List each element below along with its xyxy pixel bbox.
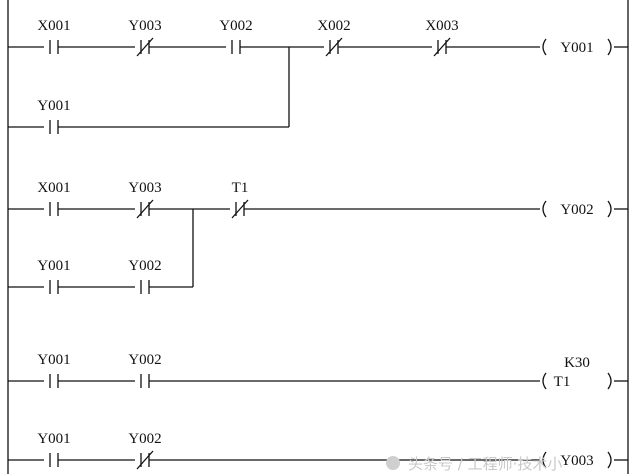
coil-label-y001: Y001: [560, 40, 593, 56]
label-y002-r1: Y002: [219, 18, 252, 34]
coil-y001: [542, 38, 612, 56]
watermark: 头条号 / 工程师·技术小: [386, 452, 637, 474]
label-y001-r4: Y001: [37, 431, 70, 447]
contact-no-y002-r3: [140, 374, 150, 388]
contact-no-y002-r2-branch: [140, 280, 150, 294]
contact-no-x001-r1: [49, 40, 59, 54]
coil-label-t1: T1: [554, 374, 571, 390]
label-x002-r1: X002: [317, 18, 350, 34]
coil-label-y002: Y002: [560, 202, 593, 218]
contact-no-x001-r2: [49, 202, 59, 216]
watermark-logo-icon: [386, 456, 400, 470]
watermark-text: 头条号 / 工程师·技术小: [408, 454, 563, 473]
label-y002-r2-branch: Y002: [128, 258, 161, 274]
coil-setting-k30: K30: [564, 355, 590, 371]
label-y002-r3: Y002: [128, 352, 161, 368]
label-y001-r3: Y001: [37, 352, 70, 368]
label-y002-r4: Y002: [128, 431, 161, 447]
label-t1-r2: T1: [232, 180, 249, 196]
contact-no-y001-r4: [49, 453, 59, 467]
contact-no-y001-r2-branch: [49, 280, 59, 294]
label-x003-r1: X003: [425, 18, 458, 34]
contact-no-y002-r1: [231, 40, 241, 54]
label-x001-r1: X001: [37, 18, 70, 34]
coil-label-y003: Y003: [560, 453, 593, 469]
label-y001-r2-branch: Y001: [37, 258, 70, 274]
coil-y003: [542, 451, 612, 469]
coil-t1: [542, 372, 612, 390]
coil-y002: [542, 200, 612, 218]
contact-no-y001-r3: [49, 374, 59, 388]
label-x001-r2: X001: [37, 180, 70, 196]
label-y003-r2: Y003: [128, 180, 161, 196]
label-y001-branch: Y001: [37, 98, 70, 114]
label-y003-r1: Y003: [128, 18, 161, 34]
contact-no-y001-branch: [49, 120, 59, 134]
